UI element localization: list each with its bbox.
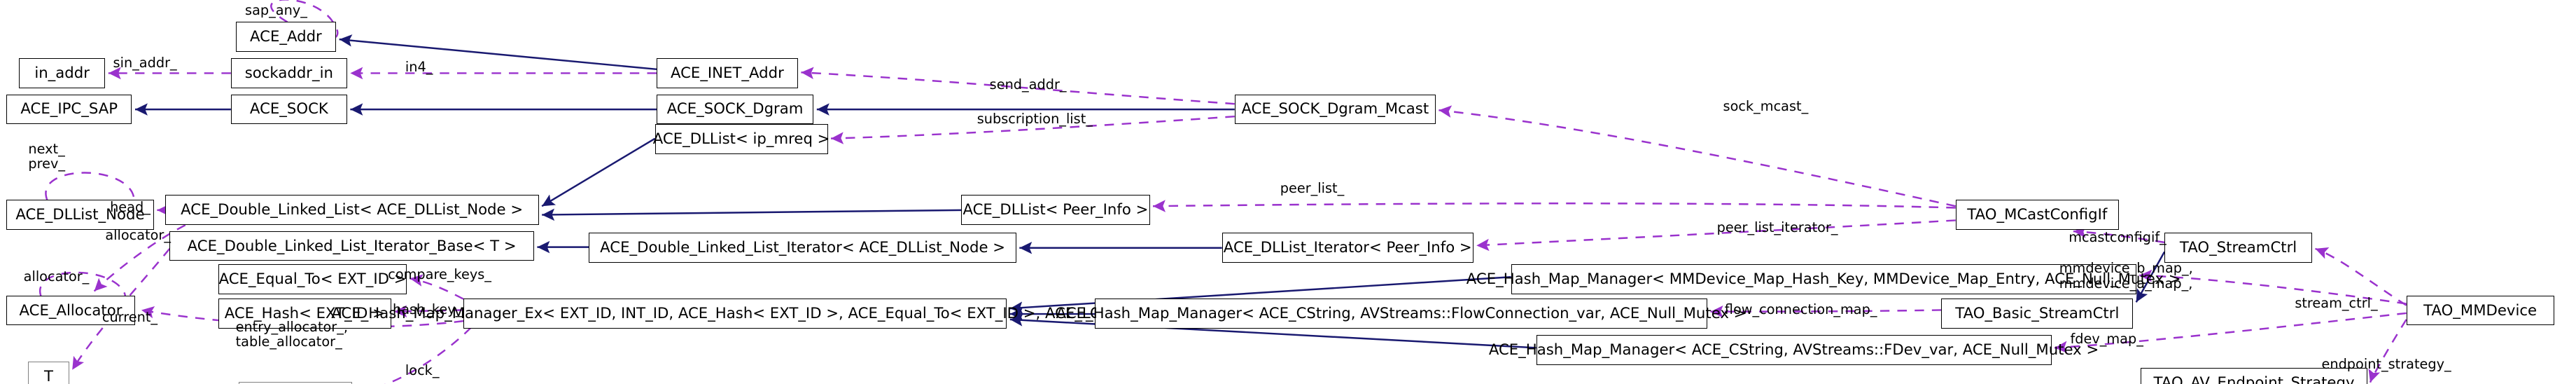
- edge-label-allocator_e2: allocator_: [23, 268, 90, 284]
- class-node-endpoint_strat[interactable]: TAO_AV_Endpoint_Strategy: [2141, 368, 2367, 384]
- class-node-basic_streamctrl[interactable]: TAO_Basic_StreamCtrl: [1941, 299, 2134, 329]
- class-node-sock_dgram_mc[interactable]: ACE_SOCK_Dgram_Mcast: [1234, 94, 1436, 125]
- edge-label-hash_key: hash_key_: [392, 301, 463, 317]
- class-node-hmm_flow[interactable]: ACE_Hash_Map_Manager< ACE_CString, AVStr…: [1056, 299, 1746, 329]
- edge-label-sin_addr: sin_addr_: [113, 54, 177, 71]
- edge-label-send_addr: send_addr_: [989, 76, 1067, 92]
- class-node-allocator[interactable]: ACE_Allocator: [6, 295, 135, 326]
- class-node-ace_lock[interactable]: ACE_LOCK: [239, 382, 352, 384]
- edge-label-entry_table: entry_allocator_, table_allocator_: [235, 318, 348, 350]
- edge-label-endpoint_strat: endpoint_strategy_: [2321, 356, 2451, 373]
- class-node-dllist_peer[interactable]: ACE_DLList< Peer_Info >: [961, 195, 1150, 225]
- class-node-inet_addr[interactable]: ACE_INET_Addr: [656, 58, 798, 88]
- class-node-mcastconfigif[interactable]: TAO_MCastConfigIf: [1955, 199, 2120, 230]
- class-node-dbl_list_node[interactable]: ACE_Double_Linked_List< ACE_DLList_Node …: [164, 195, 539, 225]
- edge-label-next_prev: next_ prev_: [28, 140, 66, 172]
- edge-label-stream_ctrl: stream_ctrl_: [2295, 294, 2378, 311]
- class-node-sock[interactable]: ACE_SOCK: [230, 94, 347, 125]
- edge-label-fdev_map: fdev_map_: [2070, 331, 2143, 348]
- edge-label-lock: lock_: [405, 362, 440, 379]
- class-node-hmm_ex[interactable]: ACE_Hash_Map_Manager_Ex< EXT_ID, INT_ID,…: [331, 299, 1139, 329]
- class-node-dllist_iter_pi[interactable]: ACE_DLList_Iterator< Peer_Info >: [1222, 233, 1474, 263]
- edge-label-subscription: subscription_list_: [976, 111, 1093, 128]
- edge-label-mcastconfigif: mcastconfigif_: [2068, 228, 2166, 245]
- edge-label-compare_keys: compare_keys_: [388, 266, 491, 283]
- class-node-dllist_ipmreq[interactable]: ACE_DLList< ip_mreq >: [653, 124, 830, 154]
- class-node-dbl_iter_base[interactable]: ACE_Double_Linked_List_Iterator_Base< T …: [169, 231, 534, 261]
- class-node-hmm_mmdevice[interactable]: ACE_Hash_Map_Manager< MMDevice_Map_Hash_…: [1466, 263, 2181, 294]
- class-node-hmm_fdev[interactable]: ACE_Hash_Map_Manager< ACE_CString, AVStr…: [1489, 334, 2099, 365]
- class-node-ipc_sap[interactable]: ACE_IPC_SAP: [6, 94, 132, 125]
- edge-label-peer_list_iter: peer_list_iterator_: [1716, 219, 1838, 236]
- edge-label-sap_any: sap_any_: [245, 2, 307, 19]
- class-node-equal_to[interactable]: ACE_Equal_To< EXT_ID >: [218, 263, 407, 294]
- class-node-T[interactable]: T: [28, 362, 69, 384]
- class-node-in_addr[interactable]: in_addr: [18, 58, 106, 88]
- class-node-stream_ctrl[interactable]: TAO_StreamCtrl: [2164, 233, 2313, 263]
- edge-label-peer_list: peer_list_: [1280, 180, 1345, 197]
- edge-label-current: current_: [102, 309, 158, 326]
- edge-label-in4: in4_: [405, 59, 433, 76]
- edge-label-flow_conn_map: flow_connection_map_: [1724, 301, 1877, 317]
- class-node-sap_any_self[interactable]: ACE_Addr: [235, 22, 337, 53]
- class-node-hash_extid[interactable]: ACE_Hash< EXT_ID >: [218, 299, 391, 329]
- class-node-dllist_node[interactable]: ACE_DLList_Node: [6, 199, 154, 230]
- class-node-sock_dgram[interactable]: ACE_SOCK_Dgram: [656, 94, 814, 125]
- edge-label-head: head_: [110, 198, 150, 215]
- edge-label-allocator_e1: allocator_: [105, 227, 171, 244]
- class-node-mmdevice[interactable]: TAO_MMDevice: [2406, 295, 2554, 326]
- class-node-dbl_iter_node[interactable]: ACE_Double_Linked_List_Iterator< ACE_DLL…: [589, 233, 1016, 263]
- edge-label-mmdevice_maps: mmdevice_b_map_, mmdevice_a_map_,: [2059, 260, 2193, 292]
- edge-label-sock_mcast: sock_mcast_: [1723, 98, 1809, 115]
- class-node-sockaddr_in[interactable]: sockaddr_in: [230, 58, 347, 88]
